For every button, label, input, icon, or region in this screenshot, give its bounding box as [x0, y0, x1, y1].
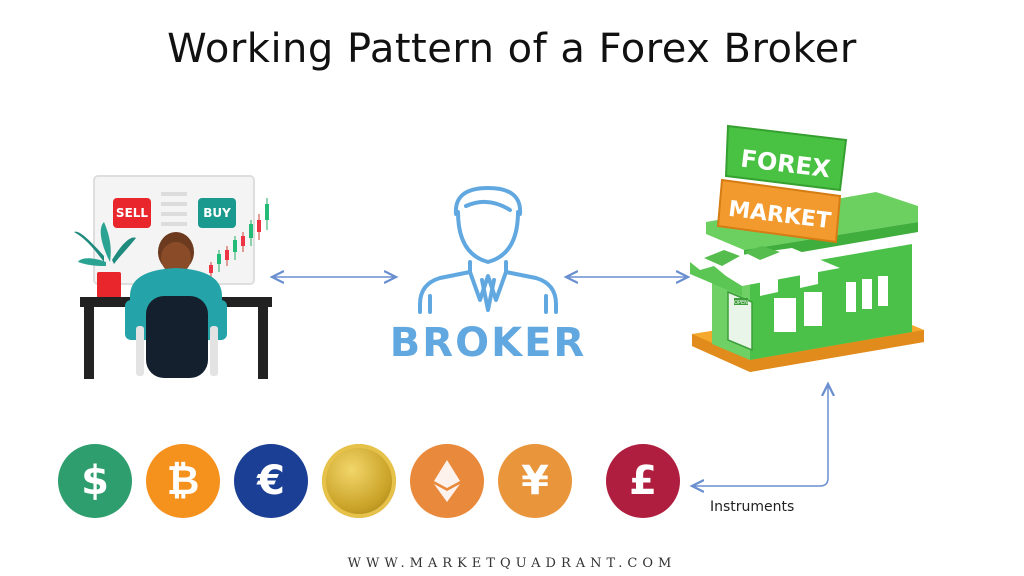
instruments-label: Instruments: [710, 499, 795, 515]
sell-button-icon: [113, 198, 151, 228]
yen-coin-icon: ¥: [498, 444, 572, 518]
gold-coin-icon: [322, 444, 396, 518]
bitcoin-coin-icon: ₿: [146, 444, 220, 518]
ethereum-coin-icon: [410, 444, 484, 518]
buy-button-icon: [198, 198, 236, 228]
candlestick-chart-icon: [209, 198, 269, 278]
open-sign-icon: [734, 298, 748, 305]
forex-sign-icon: [724, 124, 848, 192]
page-title: Working Pattern of a Forex Broker: [167, 26, 857, 72]
footer-website: WWW.MARKETQUADRANT.COM: [347, 556, 677, 571]
instruments-market-arrow: [692, 384, 828, 486]
plant-icon: [74, 222, 136, 298]
pound-coin-icon: £: [606, 444, 680, 518]
market-sign-icon: [716, 178, 842, 244]
sell-label: SELL: [115, 206, 149, 220]
euro-coin-icon: €: [234, 444, 308, 518]
broker-label: BROKER: [389, 320, 587, 366]
dollar-coin-icon: $: [58, 444, 132, 518]
buy-label: BUY: [203, 206, 231, 220]
door-sign-text: OPEN: [734, 300, 748, 306]
